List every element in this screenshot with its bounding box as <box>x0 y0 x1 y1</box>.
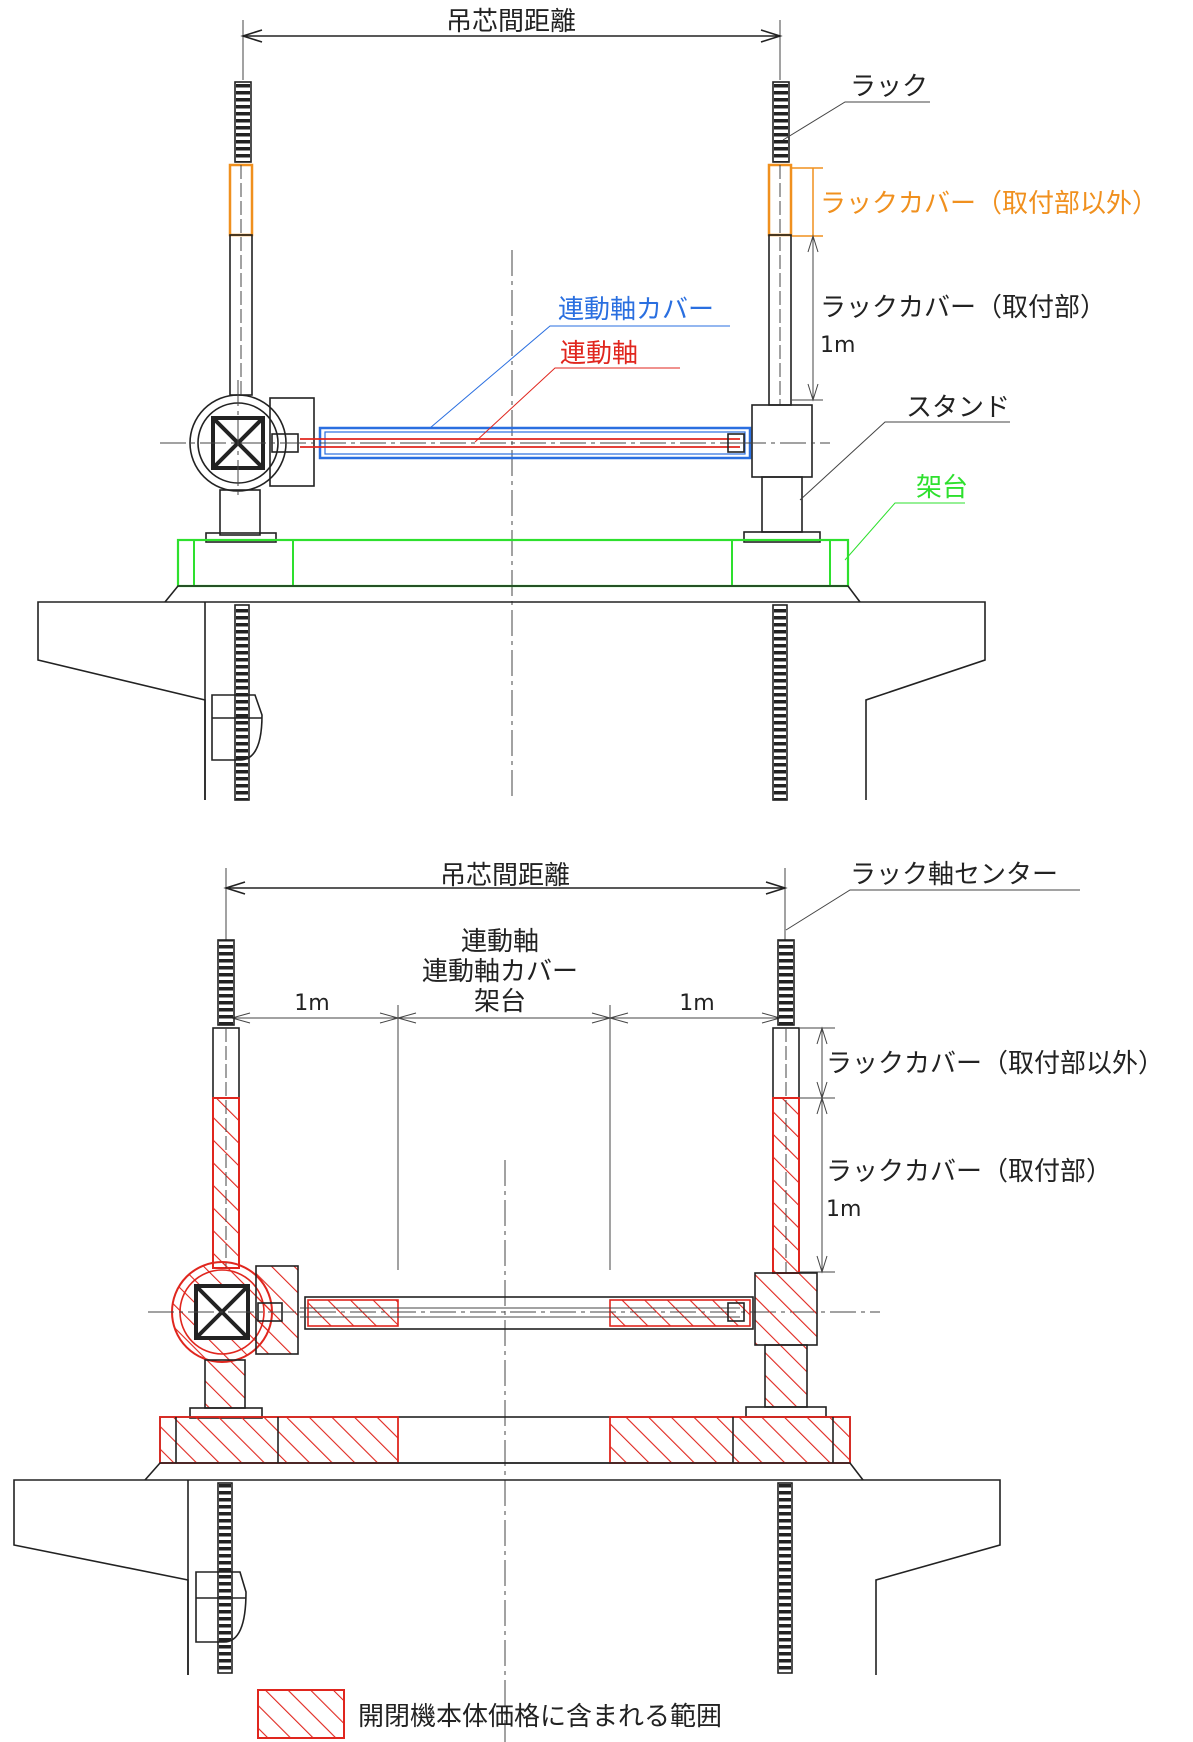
shaft-label: 連動軸 <box>560 339 638 369</box>
rack-cover-other-label: ラックカバー（取付部以外） <box>820 189 1158 219</box>
rack-label: ラック <box>850 72 928 102</box>
bottom-frame <box>159 1416 851 1464</box>
rack-cover-mount-length: 1m <box>820 333 855 358</box>
top-pier <box>37 585 986 800</box>
legend-label: 開閉機本体価格に含まれる範囲 <box>358 1702 722 1732</box>
top-dimension-label: 吊芯間距離 <box>446 7 576 37</box>
bottom-right-stand <box>745 1272 827 1418</box>
top-left-rack <box>228 81 254 396</box>
top-drawing: 吊芯間距離 <box>37 7 1158 801</box>
top-right-rack <box>767 81 793 406</box>
stand-label: スタンド <box>906 393 1010 423</box>
legend-swatch <box>257 1689 345 1739</box>
legend: 開閉機本体価格に含まれる範囲 <box>257 1689 722 1739</box>
center-line-2: 連動軸カバー <box>422 957 578 987</box>
bottom-1m-dimensions: 1m 1m <box>230 991 782 1270</box>
bottom-left-rack <box>212 939 240 1269</box>
bottom-left-operator <box>148 1261 320 1419</box>
rack-cover-mount-label: ラックカバー（取付部） <box>820 293 1106 323</box>
right-1m-label: 1m <box>679 991 714 1016</box>
bottom-rack-cover-mount-label: ラックカバー（取付部） <box>826 1157 1112 1187</box>
center-line-1: 連動軸 <box>461 927 539 957</box>
top-shaft-assembly <box>280 426 752 460</box>
bottom-lower-racks <box>195 1482 793 1674</box>
bottom-shaft-assembly <box>270 1296 880 1330</box>
top-lower-racks <box>211 604 788 801</box>
bottom-pier <box>13 1462 1001 1675</box>
frame-label: 架台 <box>916 473 968 503</box>
top-frame <box>176 538 850 588</box>
top-dimension: 吊芯間距離 <box>240 7 783 80</box>
bottom-right-rack <box>772 939 800 1274</box>
bottom-dimension-label: 吊芯間距離 <box>440 861 570 891</box>
bottom-rack-cover-other-label: ラックカバー（取付部以外） <box>826 1049 1164 1079</box>
top-labels: ラック ラックカバー（取付部以外） ラックカバー（取付部） 1m 連動軸カバー … <box>429 72 1158 561</box>
bottom-rack-cover-dims: ラックカバー（取付部以外） ラックカバー（取付部） 1m <box>800 1026 1164 1274</box>
shaft-cover-label: 連動軸カバー <box>558 295 714 325</box>
top-right-stand <box>740 404 830 543</box>
bottom-rack-cover-mount-length: 1m <box>826 1197 861 1222</box>
bottom-dimension: 吊芯間距離 <box>223 861 788 940</box>
center-line-3: 架台 <box>474 987 526 1017</box>
left-1m-label: 1m <box>294 991 329 1016</box>
bottom-drawing: 吊芯間距離 ラック軸センター 連動軸 連動軸カバー 架台 1m 1m <box>13 860 1164 1742</box>
top-left-operator <box>160 380 330 543</box>
rack-center-label: ラック軸センター <box>850 860 1058 890</box>
